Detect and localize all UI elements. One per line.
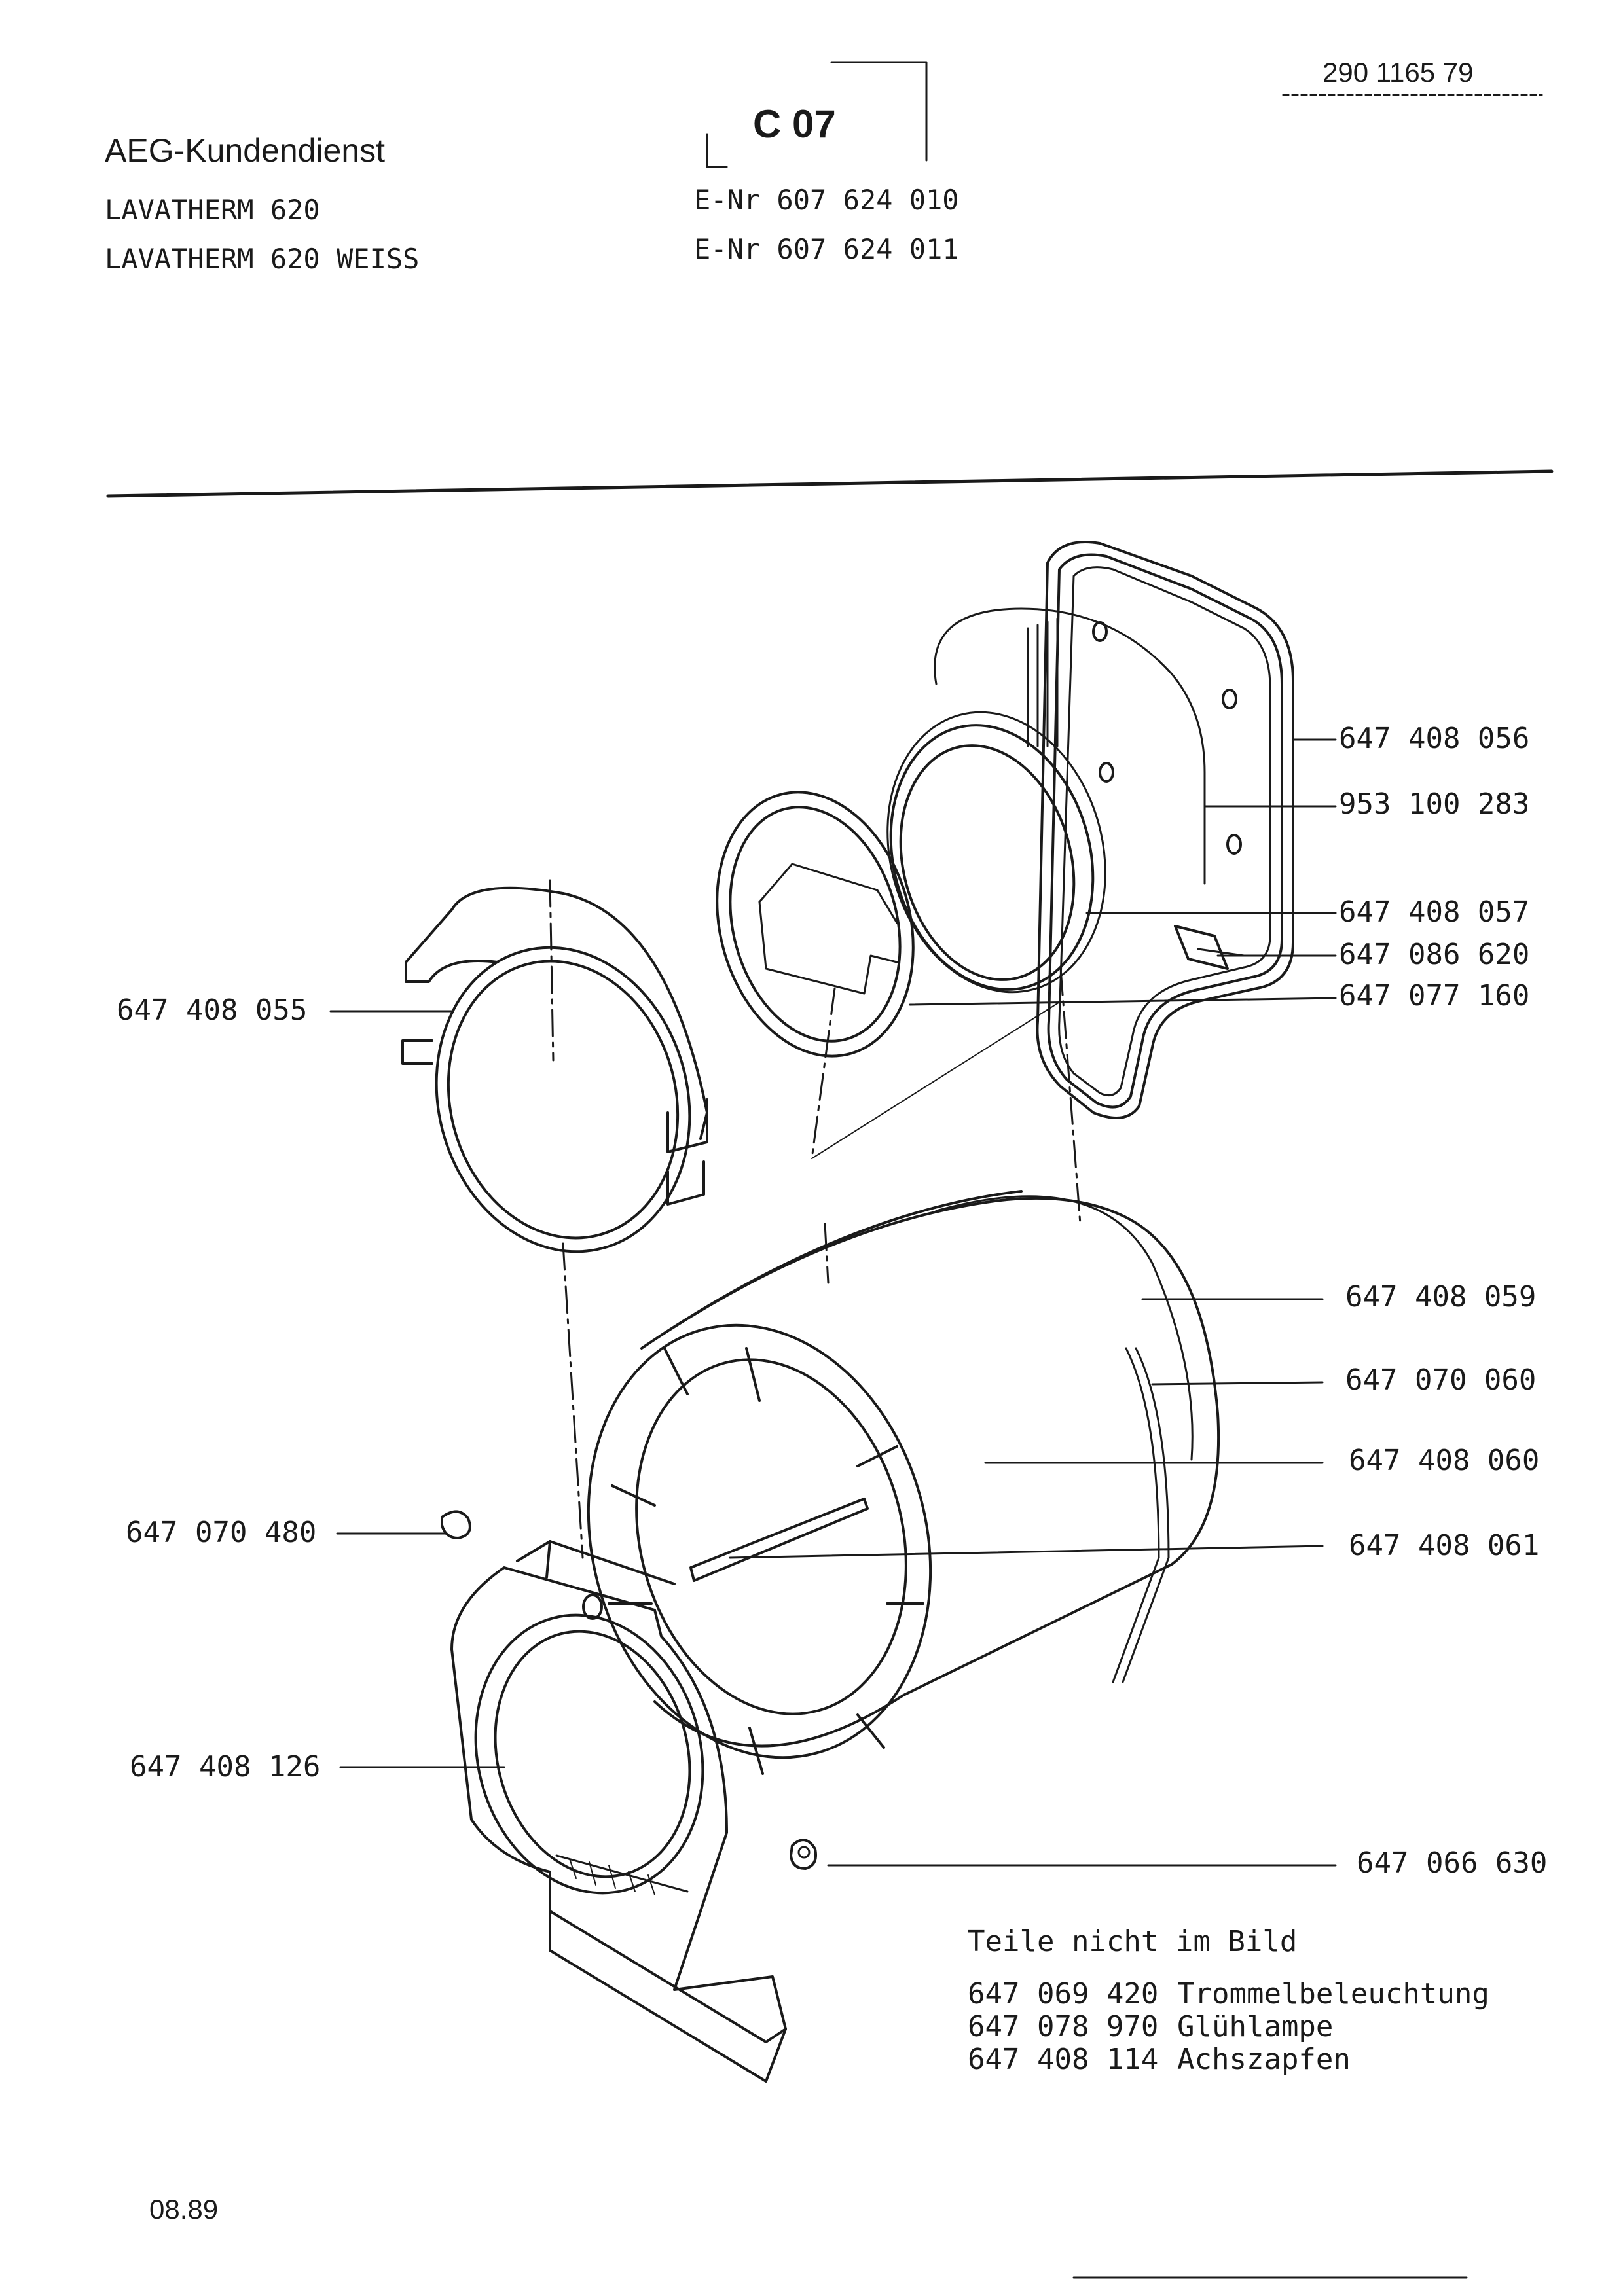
part-label-647-408-060: 647 408 060 (1349, 1444, 1540, 1477)
enr-2: E-Nr 607 624 011 (694, 233, 959, 265)
note-part-name: Glühlampe (1177, 2010, 1334, 2043)
part-label-647-086-620: 647 086 620 (1339, 938, 1530, 971)
notes-title: Teile nicht im Bild (968, 1925, 1298, 1958)
doc-number: 290 1165 79 (1322, 57, 1474, 88)
model-name-1: LAVATHERM 620 (105, 194, 320, 226)
note-row: 647 069 420 Trommelbeleuchtung (968, 1980, 1489, 2009)
part-label-647-070-480: 647 070 480 (126, 1516, 317, 1549)
note-row: 647 078 970 Glühlampe (968, 2013, 1333, 2041)
part-label-647-070-060: 647 070 060 (1345, 1363, 1537, 1397)
model-name-2: LAVATHERM 620 WEISS (105, 243, 420, 275)
note-part-number: 647 408 114 (968, 2043, 1159, 2076)
part-label-953-100-283: 953 100 283 (1339, 787, 1530, 821)
part-label-647-066-630: 647 066 630 (1357, 1846, 1548, 1880)
part-label-647-408-126: 647 408 126 (130, 1750, 321, 1784)
part-label-647-077-160: 647 077 160 (1339, 979, 1530, 1013)
part-label-647-408-057: 647 408 057 (1339, 895, 1530, 929)
part-label-647-408-056: 647 408 056 (1339, 722, 1530, 755)
part-label-647-408-059: 647 408 059 (1345, 1280, 1537, 1314)
note-row: 647 408 114 Achszapfen (968, 2045, 1351, 2074)
part-label-647-408-061: 647 408 061 (1349, 1529, 1540, 1562)
enr-1: E-Nr 607 624 010 (694, 184, 959, 216)
part-label-647-408-055: 647 408 055 (117, 994, 308, 1027)
footer-date: 08.89 (149, 2194, 219, 2225)
note-part-name: Trommelbeleuchtung (1177, 1977, 1489, 2011)
page-code: C 07 (753, 102, 836, 146)
note-part-number: 647 069 420 (968, 1977, 1159, 2011)
note-part-name: Achszapfen (1177, 2043, 1351, 2076)
rear-panel-outline (1036, 541, 1294, 1119)
brand-title: AEG-Kundendienst (105, 132, 386, 169)
note-part-number: 647 078 970 (968, 2010, 1159, 2043)
